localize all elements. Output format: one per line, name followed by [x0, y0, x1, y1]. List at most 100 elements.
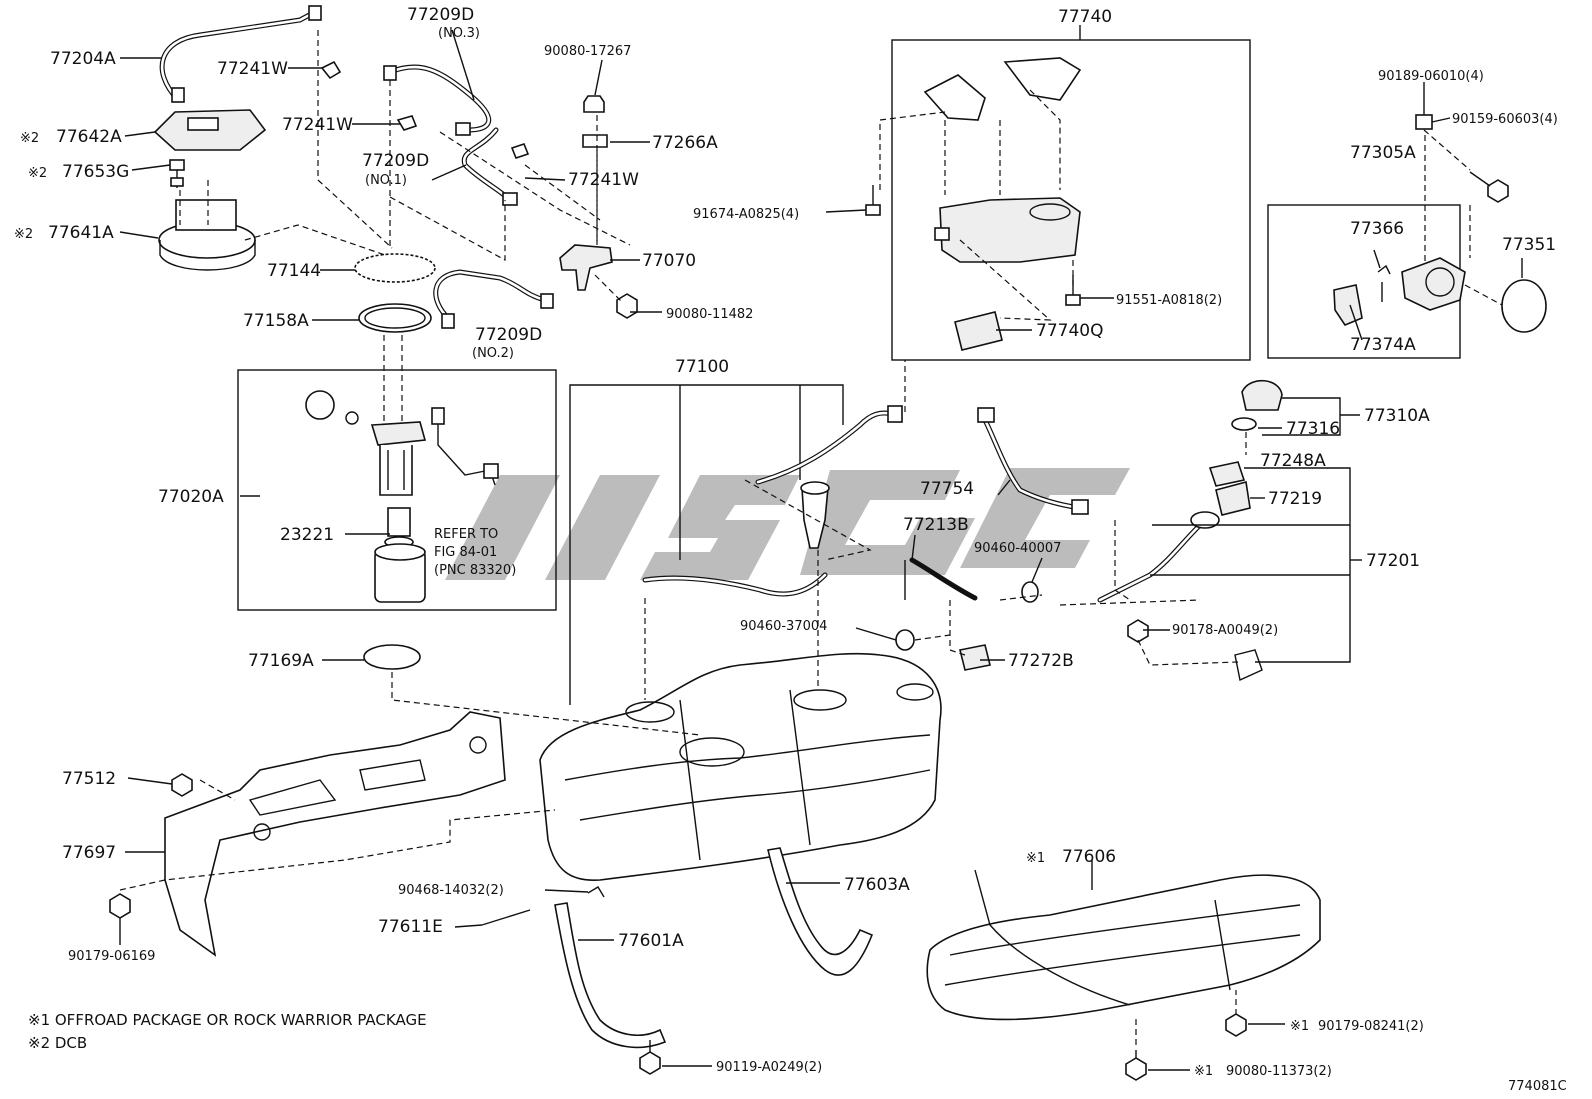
label-90189-06010: 90189-06010(4) — [1378, 69, 1484, 84]
label-77204A: 77204A — [50, 49, 116, 69]
mark-90080-11373: ※1 — [1194, 1064, 1213, 1079]
label-77241W-a: 77241W — [217, 59, 288, 79]
label-77100: 77100 — [675, 357, 729, 377]
label-77213B: 77213B — [903, 515, 969, 535]
footnote-2: ※2 DCB — [28, 1034, 87, 1052]
mark-77606: ※1 — [1026, 851, 1045, 866]
mark-77642A: ※2 — [20, 131, 39, 146]
part-90460-40007 — [1021, 581, 1039, 603]
label-77310A: 77310A — [1364, 406, 1430, 426]
part-77209D-no2 — [433, 269, 554, 329]
leader-lines — [119, 29, 1523, 1071]
part-77266A — [582, 134, 608, 148]
part-90178-A0049 — [1127, 619, 1149, 643]
label-77512: 77512 — [62, 769, 116, 789]
label-77740Q: 77740Q — [1036, 321, 1103, 341]
part-90179-08241 — [1225, 1013, 1247, 1037]
label-77653G: 77653G — [62, 162, 129, 182]
part-77351 — [1501, 279, 1547, 333]
label-77144: 77144 — [267, 261, 321, 281]
label-90159-60603: 90159-60603(4) — [1452, 112, 1558, 127]
part-77158A — [358, 303, 432, 333]
part-90080-17267 — [583, 95, 605, 113]
label-77209D-no2: 77209D — [475, 325, 542, 345]
label-77201: 77201 — [1366, 551, 1420, 571]
part-77653G — [169, 159, 185, 188]
mark-77653G: ※2 — [28, 166, 47, 181]
label-90119-A0249: 90119-A0249(2) — [716, 1060, 822, 1075]
part-77272B — [959, 644, 991, 671]
label-77642A: 77642A — [56, 127, 122, 147]
label-77209D-no1: 77209D — [362, 151, 429, 171]
label-77611E: 77611E — [378, 917, 443, 937]
label-refer-1: REFER TO — [434, 527, 498, 542]
part-91551-A0818 — [1065, 275, 1081, 306]
part-90159-60603 — [1469, 171, 1509, 203]
part-90460-37004 — [895, 629, 915, 651]
part-77204A — [159, 5, 322, 103]
part-fuel-lid — [1401, 257, 1466, 311]
part-tube-fitting — [887, 405, 903, 423]
label-90179-08241: 90179-08241(2) — [1318, 1019, 1424, 1034]
label-77219: 77219 — [1268, 489, 1322, 509]
label-77169A: 77169A — [248, 651, 314, 671]
label-23221: 23221 — [280, 525, 334, 545]
mark-77641A: ※2 — [14, 227, 33, 242]
label-77266A: 77266A — [652, 133, 718, 153]
label-77603A: 77603A — [844, 875, 910, 895]
label-77241W-b: 77241W — [282, 115, 353, 135]
part-77740Q — [954, 311, 1003, 351]
label-77601A: 77601A — [618, 931, 684, 951]
label-77020A: 77020A — [158, 487, 224, 507]
label-90080-11482: 90080-11482 — [666, 307, 753, 322]
label-77641A: 77641A — [48, 223, 114, 243]
mark-90179-08241: ※1 — [1290, 1019, 1309, 1034]
label-77754: 77754 — [920, 479, 974, 499]
box-77740 — [891, 39, 1251, 361]
label-77740: 77740 — [1058, 7, 1112, 27]
part-77241W-a — [320, 60, 342, 80]
label-90460-37004: 90460-37004 — [740, 619, 827, 634]
part-77219 — [1215, 480, 1251, 516]
label-77606: 77606 — [1062, 847, 1116, 867]
part-77641A — [158, 199, 256, 271]
label-77209D-no3: 77209D — [407, 5, 474, 25]
part-77100 — [539, 652, 942, 881]
label-90468-14032: 90468-14032(2) — [398, 883, 504, 898]
label-90460-40007: 90460-40007 — [974, 541, 1061, 556]
part-90080-11482 — [616, 293, 638, 319]
assembly-lines — [119, 30, 1503, 1045]
label-91551-A0818: 91551-A0818(2) — [1116, 293, 1222, 308]
part-77642A — [153, 109, 267, 151]
label-no3: (NO.3) — [438, 26, 480, 41]
label-77070: 77070 — [642, 251, 696, 271]
label-refer-3: (PNC 83320) — [434, 563, 516, 578]
part-77606 — [926, 869, 1321, 1021]
label-90178-A0049: 90178-A0049(2) — [1172, 623, 1278, 638]
box-77020A — [237, 369, 557, 611]
figure-code: 774081C — [1508, 1079, 1567, 1094]
label-77305A: 77305A — [1350, 143, 1416, 163]
part-77603A — [767, 847, 874, 976]
part-90189-06010 — [1415, 114, 1433, 130]
part-77611E — [481, 909, 531, 926]
label-77158A: 77158A — [243, 311, 309, 331]
part-90468-14032 — [587, 886, 605, 898]
part-77601A — [554, 902, 667, 1049]
part-77697 — [164, 711, 506, 957]
label-77351: 77351 — [1502, 235, 1556, 255]
part-77213B — [904, 557, 978, 601]
part-77374A — [1333, 284, 1363, 326]
label-77272B: 77272B — [1008, 651, 1074, 671]
label-77316: 77316 — [1286, 419, 1340, 439]
part-77169A — [363, 644, 421, 670]
part-77248A — [1208, 461, 1246, 487]
part-90179-06169 — [109, 893, 131, 919]
footnote-1: ※1 OFFROAD PACKAGE OR ROCK WARRIOR PACKA… — [28, 1011, 427, 1029]
label-91674-A0825: 91674-A0825(4) — [693, 207, 799, 222]
label-no1: (NO.1) — [365, 173, 407, 188]
label-90179-06169: 90179-06169 — [68, 949, 155, 964]
part-77316 — [1231, 417, 1257, 431]
part-77020A — [305, 390, 499, 496]
